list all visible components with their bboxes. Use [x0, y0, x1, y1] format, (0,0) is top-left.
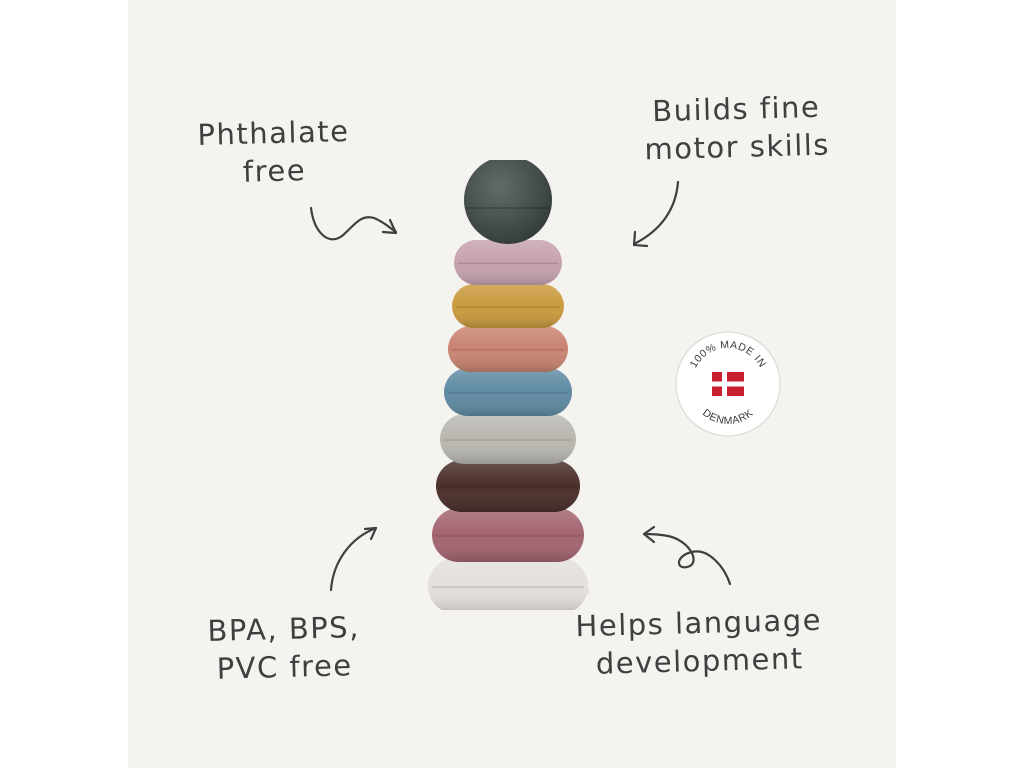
made-in-denmark-badge: 100% MADE IN DENMARK: [675, 331, 781, 437]
caption-line: Phthalate: [197, 114, 350, 152]
stacking-ring: [452, 284, 564, 328]
caption-bpa-free: BPA, BPS, PVC free: [207, 608, 361, 688]
stacking-ring: [444, 368, 572, 416]
caption-line: PVC free: [216, 648, 354, 686]
caption-motor-skills: Builds fine motor skills: [643, 88, 830, 169]
stacking-ring: [454, 240, 562, 285]
caption-line: Helps language: [575, 602, 823, 644]
squiggle-arrow-icon: [309, 206, 398, 241]
stacking-ring: [440, 414, 576, 464]
top-ball: [464, 160, 552, 244]
stacking-ring: [448, 326, 568, 372]
curved-arrow-icon: [329, 526, 378, 592]
caption-language-development: Helps language development: [575, 601, 823, 683]
caption-line: BPA, BPS,: [207, 610, 361, 648]
caption-line: motor skills: [644, 127, 831, 167]
caption-line: Builds fine: [651, 89, 821, 129]
stacking-ring: [436, 460, 580, 512]
badge-bottom-text: DENMARK: [700, 407, 756, 427]
caption-line: development: [595, 641, 805, 681]
stacking-ring-tower: [428, 160, 590, 610]
danish-flag-icon: [712, 372, 744, 396]
product-image-panel: Phthalate free Builds fine motor skills …: [128, 0, 896, 768]
caption-line: free: [242, 153, 307, 189]
curved-arrow-icon: [632, 180, 680, 248]
stacking-ring: [428, 558, 588, 610]
loop-arrow-icon: [642, 525, 732, 586]
caption-phthalate-free: Phthalate free: [197, 112, 351, 192]
stacking-ring: [432, 508, 584, 562]
